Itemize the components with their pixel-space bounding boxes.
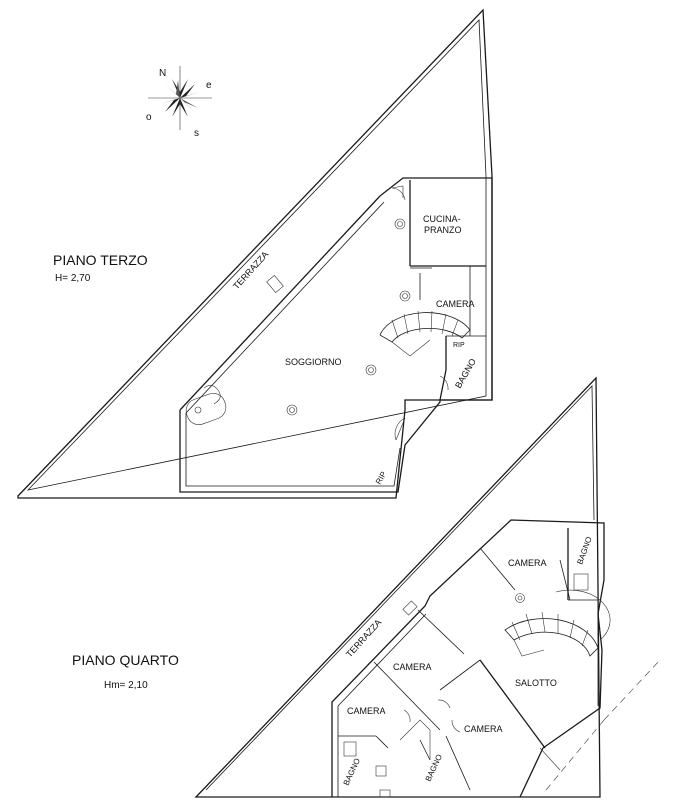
third-floor-terrace-inner-edge (26, 19, 487, 491)
fourth-floor-bathroom-left-label: BAGNO (342, 757, 362, 787)
fourth-floor-bedroom-mid-label: CAMERA (393, 662, 432, 672)
fourth-floor-terrace-label: TERRAZZA (344, 617, 383, 659)
fourth-floor-bathroom-top-label: BAGNO (575, 535, 593, 565)
compass-east-label: e (206, 80, 212, 91)
fourth-floor-bathroom-center-label: BAGNO (424, 753, 444, 783)
compass-rose-icon: N e s o (146, 66, 212, 139)
third-floor-height: H= 2,70 (55, 273, 91, 284)
fourth-floor-bedroom-top-label: CAMERA (508, 558, 547, 568)
third-floor-storage-lower-label: RIP (374, 470, 388, 486)
compass-north-label: N (159, 68, 166, 79)
fourth-floor-height: Hm= 2,10 (104, 680, 148, 691)
third-floor-storage-upper-label: RIP (453, 342, 465, 349)
fourth-floor-title: PIANO QUARTO (72, 652, 179, 668)
fourth-floor-bedroom-left-label: CAMERA (347, 706, 386, 716)
fourth-floor-lounge-label: SALOTTO (515, 678, 557, 688)
third-floor-kitchen-label-2: PRANZO (424, 225, 462, 235)
third-floor-terrace-label: TERRAZZA (231, 249, 270, 291)
third-floor-staircase (379, 310, 471, 357)
third-floor-living-label: SOGGIORNO (285, 357, 342, 367)
third-floor-title: PIANO TERZO (53, 252, 148, 268)
compass-south-label: s (194, 128, 199, 139)
third-floor-bedroom-label: CAMERA (436, 299, 475, 309)
fourth-floor-plan: PIANO QUARTO Hm= 2,10 TERRAZZA CAMERA BA… (72, 376, 661, 798)
third-floor-kitchen-label: CUCINA- (423, 214, 461, 224)
third-floor-terrace-outline (17, 8, 493, 499)
third-floor-bathroom-label: BAGNO (453, 357, 478, 390)
compass-west-label: o (146, 112, 152, 123)
fourth-floor-bedroom-bottom-label: CAMERA (464, 724, 503, 734)
fourth-floor-staircase (504, 589, 611, 657)
third-floor-plan: PIANO TERZO H= 2,70 TERRAZZA CUCINA- PRA… (17, 8, 493, 499)
